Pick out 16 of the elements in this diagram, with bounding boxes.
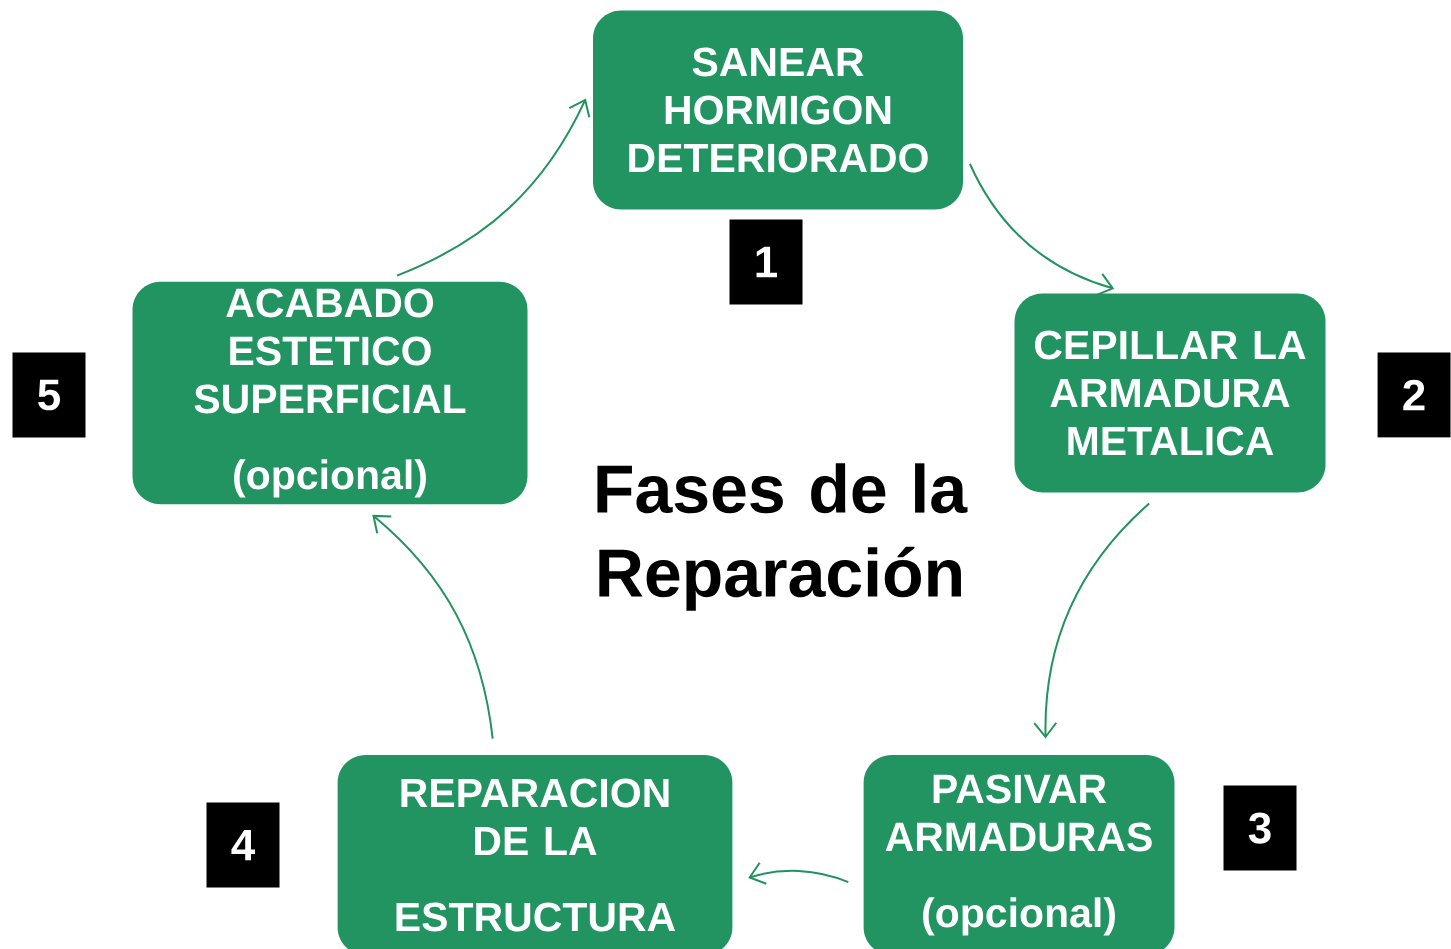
arrow bbox=[748, 861, 850, 885]
step-box: ACABADO ESTETICO SUPERFICIAL (opcional) bbox=[132, 281, 528, 505]
step-box: PASIVAR ARMADURAS (opcional) bbox=[863, 755, 1175, 949]
number-badge: 5 bbox=[12, 352, 86, 438]
title: Fases de la Reparación bbox=[597, 463, 968, 611]
arrow bbox=[968, 163, 1115, 297]
arrow bbox=[1033, 502, 1151, 739]
arrow bbox=[396, 98, 591, 277]
step-box: REPARACION DE LA ESTRUCTURA bbox=[337, 755, 733, 949]
step-box: CEPILLAR LA ARMADURA METALICA bbox=[1014, 293, 1326, 493]
number-badge: 3 bbox=[1223, 785, 1297, 871]
step-box: SANEAR HORMIGON DETERIORADO bbox=[593, 10, 963, 210]
arrow bbox=[372, 514, 494, 740]
number-badge: 4 bbox=[206, 802, 280, 888]
number-badge: 1 bbox=[729, 219, 803, 305]
number-badge: 2 bbox=[1377, 352, 1451, 438]
